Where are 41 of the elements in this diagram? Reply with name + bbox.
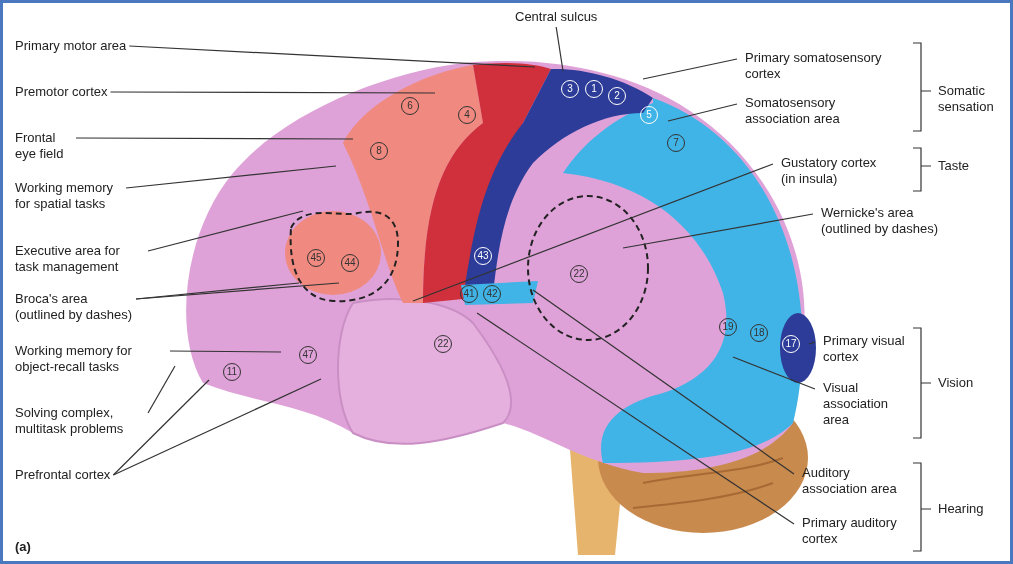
callout-label: Primary motor area xyxy=(15,38,127,54)
callout-label: Executive area for task management xyxy=(15,243,145,275)
leader-line xyxy=(667,103,738,122)
leader-line xyxy=(112,379,210,476)
leader-line xyxy=(109,91,436,94)
leader-line xyxy=(147,210,304,252)
leader-line xyxy=(75,137,354,140)
leader-line xyxy=(169,350,282,353)
callout-label: Prefrontal cortex xyxy=(15,467,111,483)
callout-label: Primary visual cortex xyxy=(823,333,923,365)
callout-label: Gustatory cortex (in insula) xyxy=(781,155,891,187)
callout-label: Premotor cortex xyxy=(15,84,108,100)
leader-line xyxy=(642,58,738,80)
callout-label: Wernicke's area (outlined by dashes) xyxy=(821,205,949,237)
callout-label: Working memory for object-recall tasks xyxy=(15,343,167,375)
callout-label: Visual association area xyxy=(823,380,903,428)
leader-line xyxy=(808,341,816,345)
callout-label: Primary somatosensory cortex xyxy=(745,50,890,82)
leader-line xyxy=(532,289,795,475)
group-label: Taste xyxy=(938,158,971,174)
leader-line xyxy=(135,282,340,300)
leader-line xyxy=(125,165,337,189)
callout-label: Somatosensory association area xyxy=(745,95,870,127)
leader-line xyxy=(147,365,176,414)
leader-line xyxy=(622,213,814,249)
callout-label: Working memory for spatial tasks xyxy=(15,180,123,212)
callout-label: Frontal eye field xyxy=(15,130,73,162)
callout-label: Primary auditory cortex xyxy=(802,515,897,547)
group-label: Somatic sensation xyxy=(938,83,995,115)
leader-line xyxy=(128,45,536,68)
leader-line xyxy=(555,26,564,72)
group-label: Hearing xyxy=(938,501,985,517)
leader-line xyxy=(732,356,816,390)
leader-line xyxy=(112,378,322,476)
panel-label: (a) xyxy=(15,539,31,555)
callout-label: Central sulcus xyxy=(515,9,598,25)
callout-label: Solving complex, multitask problems xyxy=(15,405,145,437)
leader-line xyxy=(476,312,795,525)
group-label: Vision xyxy=(938,375,975,391)
callout-label: Broca's area (outlined by dashes) xyxy=(15,291,133,323)
leader-line xyxy=(412,163,774,302)
